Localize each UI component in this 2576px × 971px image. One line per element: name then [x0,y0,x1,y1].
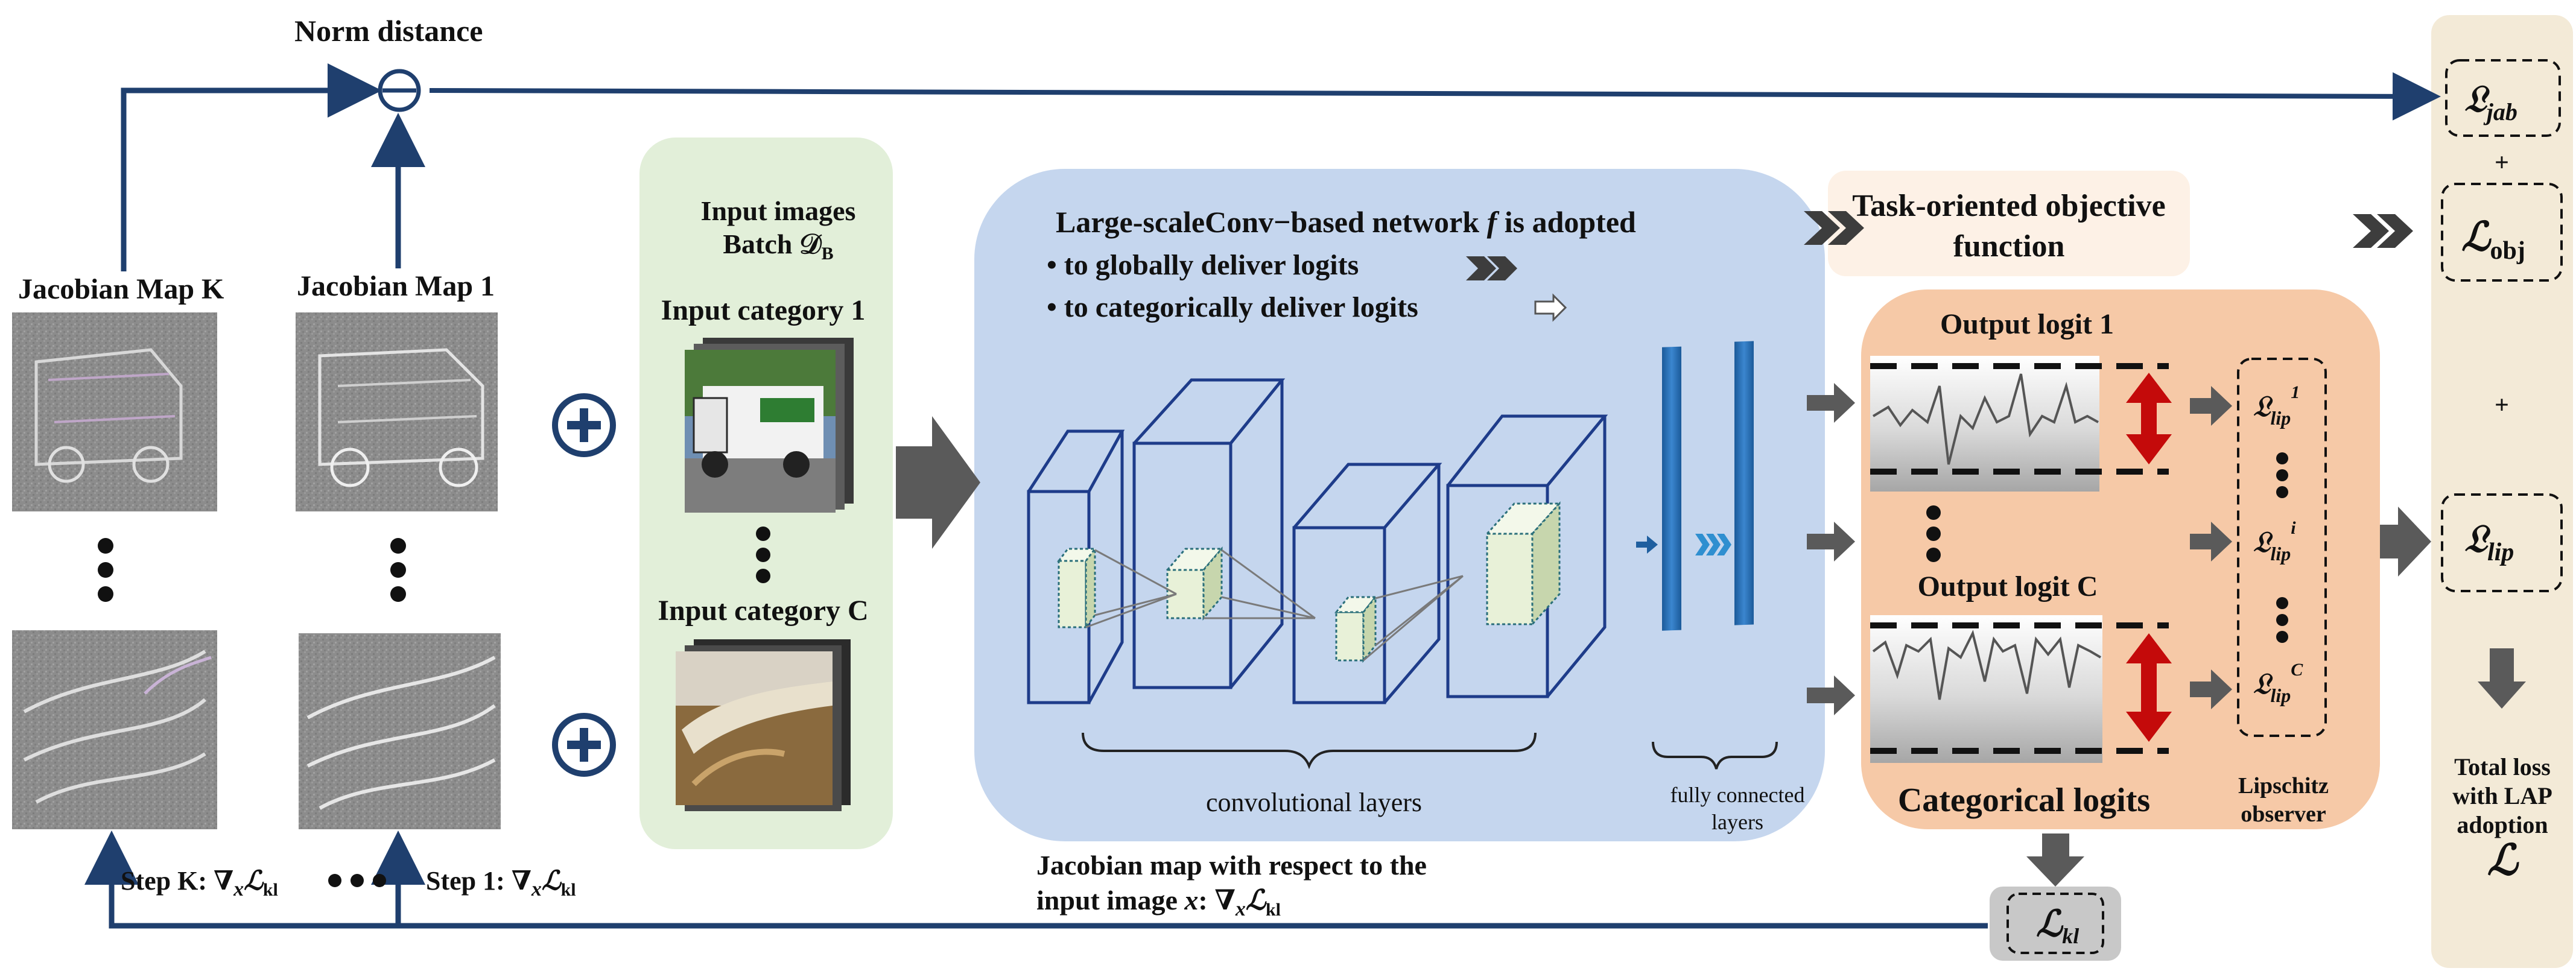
logits-to-lip-arrow-mid [2190,522,2232,561]
fc-layers-brace [1652,741,1778,770]
network-to-logit-arrow-mid [1807,522,1855,561]
fc-chevrons-icon [1695,534,1731,555]
fc-layers-label-2: layers [1712,810,1763,834]
norm-to-ljab-arrow [429,72,2441,121]
steps-ellipsis [328,874,386,887]
jacobian-map-1-step-image [299,633,501,829]
jacobian-map-k-label: Jacobian Map K [18,273,224,305]
logit-c-to-lip-arrow [2190,669,2232,709]
output-logit-1-plot [1870,356,2169,492]
network-bullet-2: • to categorically deliver logits [1047,291,1418,323]
input-ellipsis [756,527,770,583]
kernel-cube-1 [1057,546,1097,630]
network-to-logit-arrow-bottom [1807,675,1855,715]
total-plus-2: + [2495,391,2509,419]
ljab-symbol: 𝔏jab [2464,79,2517,125]
total-loss-line3: adoption [2457,811,2548,838]
plus-icon-top [552,393,616,457]
single-arrow-icon [1534,293,1567,322]
fc-input-arrow-icon [1636,536,1658,554]
conv-block-4 [1446,414,1608,698]
map-1-ellipsis [390,538,406,602]
output-logit-c-plot [1870,615,2169,763]
lobj-symbol: ℒobj [2461,215,2525,265]
conv-layers-label: convolutional layers [1206,788,1422,817]
logit-1-to-lip-arrow [2190,386,2232,426]
kl-loss-box [1990,887,2121,961]
lobj-box [2441,183,2563,282]
kernel-cube-3 [1334,594,1378,663]
total-loss-line1: Total loss [2454,753,2551,780]
total-loss-line2: with LAP [2452,782,2552,809]
total-loss-panel [2431,15,2573,968]
categorical-logits-label: Categorical logits [1898,782,2150,819]
input-title-line1: Input images [701,195,856,226]
lip-ellipsis-1 [2276,452,2288,498]
lip-1-symbol: 𝔏lip1 [2253,382,2300,429]
objective-box [1828,171,2190,276]
output-logit-1-label: Output logit 1 [1940,308,2114,340]
conv-block-1 [1027,429,1125,704]
llip-box [2441,493,2563,592]
input-to-network-arrow [896,416,980,549]
lip-i-symbol: 𝔏lipi [2253,518,2296,565]
network-title: Large-scaleConv−based network f is adopt… [1056,205,1636,239]
network-to-objective-chevrons [1804,211,1864,245]
logit-c-range-arrow [2126,633,2172,742]
ljab-box [2445,59,2561,137]
logits-ellipsis [1926,505,1941,562]
kl-loss-inner-box [2007,893,2104,954]
kernel-cube-4 [1485,501,1562,627]
map-k-ellipsis [98,538,113,602]
network-panel [974,169,1825,841]
map-k-to-norm-arrow [121,63,382,271]
jacobian-map-k-image [12,312,217,511]
fc-bar-1 [1662,346,1681,631]
fc-layers-label-1: fully connected [1670,783,1805,807]
conv-block-3 [1292,463,1442,704]
step-1-label: Step 1: ∇xℒkl [426,866,576,900]
lip-ellipsis-2 [2276,597,2288,643]
logit-1-range-arrow [2126,373,2172,464]
input-category-c-images [676,639,851,811]
kernel-projection-lines [1085,549,1464,662]
lipschitz-label-2: observer [2241,802,2326,827]
norm-distance-label: Norm distance [294,14,483,48]
logits-to-total-arrow [2380,507,2431,577]
lip-to-total-arrow [2478,648,2526,709]
plus-icon-bottom [552,713,616,777]
network-bullet-1: • to globally deliver logits [1047,249,1359,281]
conv-layers-brace [1082,732,1537,770]
lipschitz-observer-box [2237,358,2327,737]
network-to-logit-arrow-top [1807,383,1855,423]
jacobian-note-line2: input image x: ∇xℒkl [1036,885,1281,920]
lipschitz-label-1: Lipschitz [2238,773,2329,799]
logits-to-kl-arrow [2026,833,2084,887]
step-k-label: Step K: ∇xℒkl [121,866,278,900]
output-logit-c-label: Output logit C [1918,571,2098,603]
jacobian-map-1-image [296,312,498,511]
kernel-cube-2 [1165,546,1224,621]
double-chevron-icon [1466,256,1517,280]
total-plus-1: + [2495,149,2509,177]
lip-c-symbol: 𝔏lipC [2253,660,2303,706]
total-loss-symbol: ℒ [2487,838,2519,884]
input-category-c-label: Input category C [658,595,868,627]
kl-loss-symbol: ℒkl [2036,904,2079,948]
input-category-1-label: Input category 1 [661,294,866,326]
objective-line1: Task-oriented objective [1852,189,2165,223]
input-title-line2: Batch 𝒟B [723,229,833,264]
jacobian-note-line1: Jacobian map with respect to the [1036,850,1427,881]
jacobian-map-1-label: Jacobian Map 1 [297,270,495,302]
jacobian-map-k-step-image [12,630,217,829]
objective-to-total-chevrons [2353,214,2413,248]
input-category-1-images [685,338,854,513]
conv-block-2 [1132,378,1286,689]
llip-symbol: 𝔏lip [2464,517,2514,566]
kl-feedback-line [84,830,1988,929]
objective-line2: function [1953,229,2065,264]
fc-bar-2 [1734,341,1754,625]
